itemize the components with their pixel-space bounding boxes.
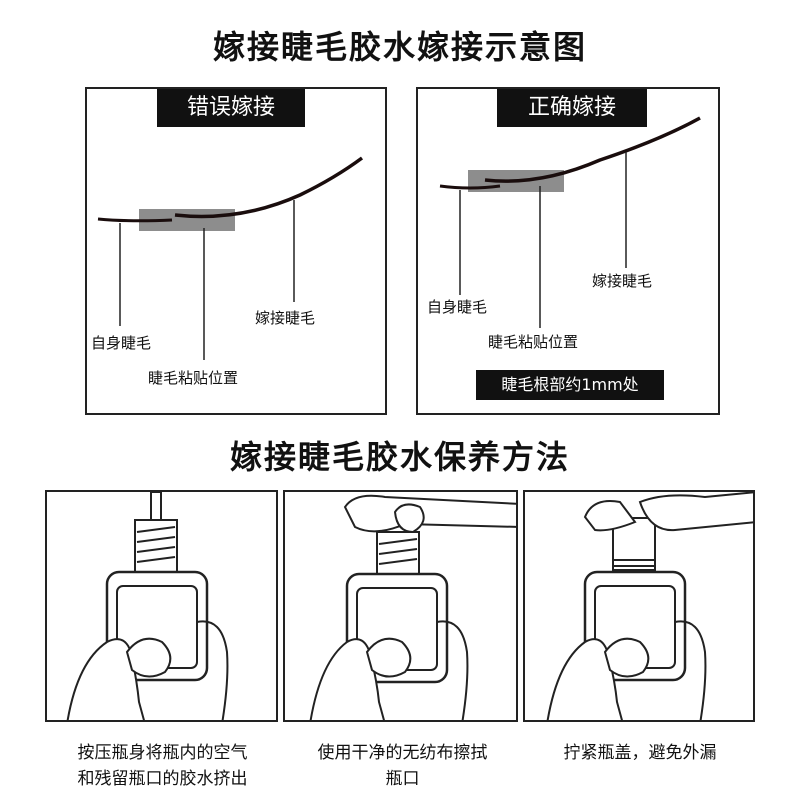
correct-method-panel [416,87,720,415]
step-1-caption-line2: 和残留瓶口的胶水挤出 [77,769,248,789]
correct-method-label: 正确嫁接 [497,89,647,127]
wrong-extension-lash-label: 嫁接睫毛 [255,309,316,327]
correct-extension-lash [484,116,701,183]
correct-glue-position-label: 睫毛粘贴位置 [488,333,579,351]
step-2-illustration [309,494,516,720]
step-1-caption: 按压瓶身将瓶内的空气 和残留瓶口的胶水挤出 [40,740,285,792]
step-2-panel [283,490,518,722]
correct-natural-lash [439,184,501,190]
step-2-caption-line2: 瓶口 [385,769,420,789]
wrong-method-panel [85,87,387,415]
care-method-title: 嫁接睫毛胶水保养方法 [229,438,570,476]
step-1-illustration [66,492,229,720]
step-1-panel [45,490,278,722]
wrong-natural-lash [97,217,173,223]
step-2-caption: 使用干净的无纺布擦拭 瓶口 [280,740,525,792]
step-3-caption: 拧紧瓶盖，避免外漏 [520,740,760,766]
step-3-illustration [546,492,753,720]
wrong-glue-area [139,209,235,231]
step-1-caption-line1: 按压瓶身将瓶内的空气 [77,743,248,763]
wrong-glue-position-label: 睫毛粘贴位置 [148,369,239,387]
correct-natural-lash-label: 自身睫毛 [427,298,488,316]
root-distance-note: 睫毛根部约1mm处 [476,370,664,400]
wrong-method-label: 错误嫁接 [157,89,305,127]
wrong-natural-lash-label: 自身睫毛 [91,334,152,352]
correct-extension-lash-label: 嫁接睫毛 [592,272,653,290]
step-2-caption-line1: 使用干净的无纺布擦拭 [317,743,488,763]
wrong-extension-lash [174,156,364,219]
step-3-caption-line1: 拧紧瓶盖，避免外漏 [563,743,717,763]
step-3-panel [523,490,755,722]
diagram-title: 嫁接睫毛胶水嫁接示意图 [212,28,587,66]
